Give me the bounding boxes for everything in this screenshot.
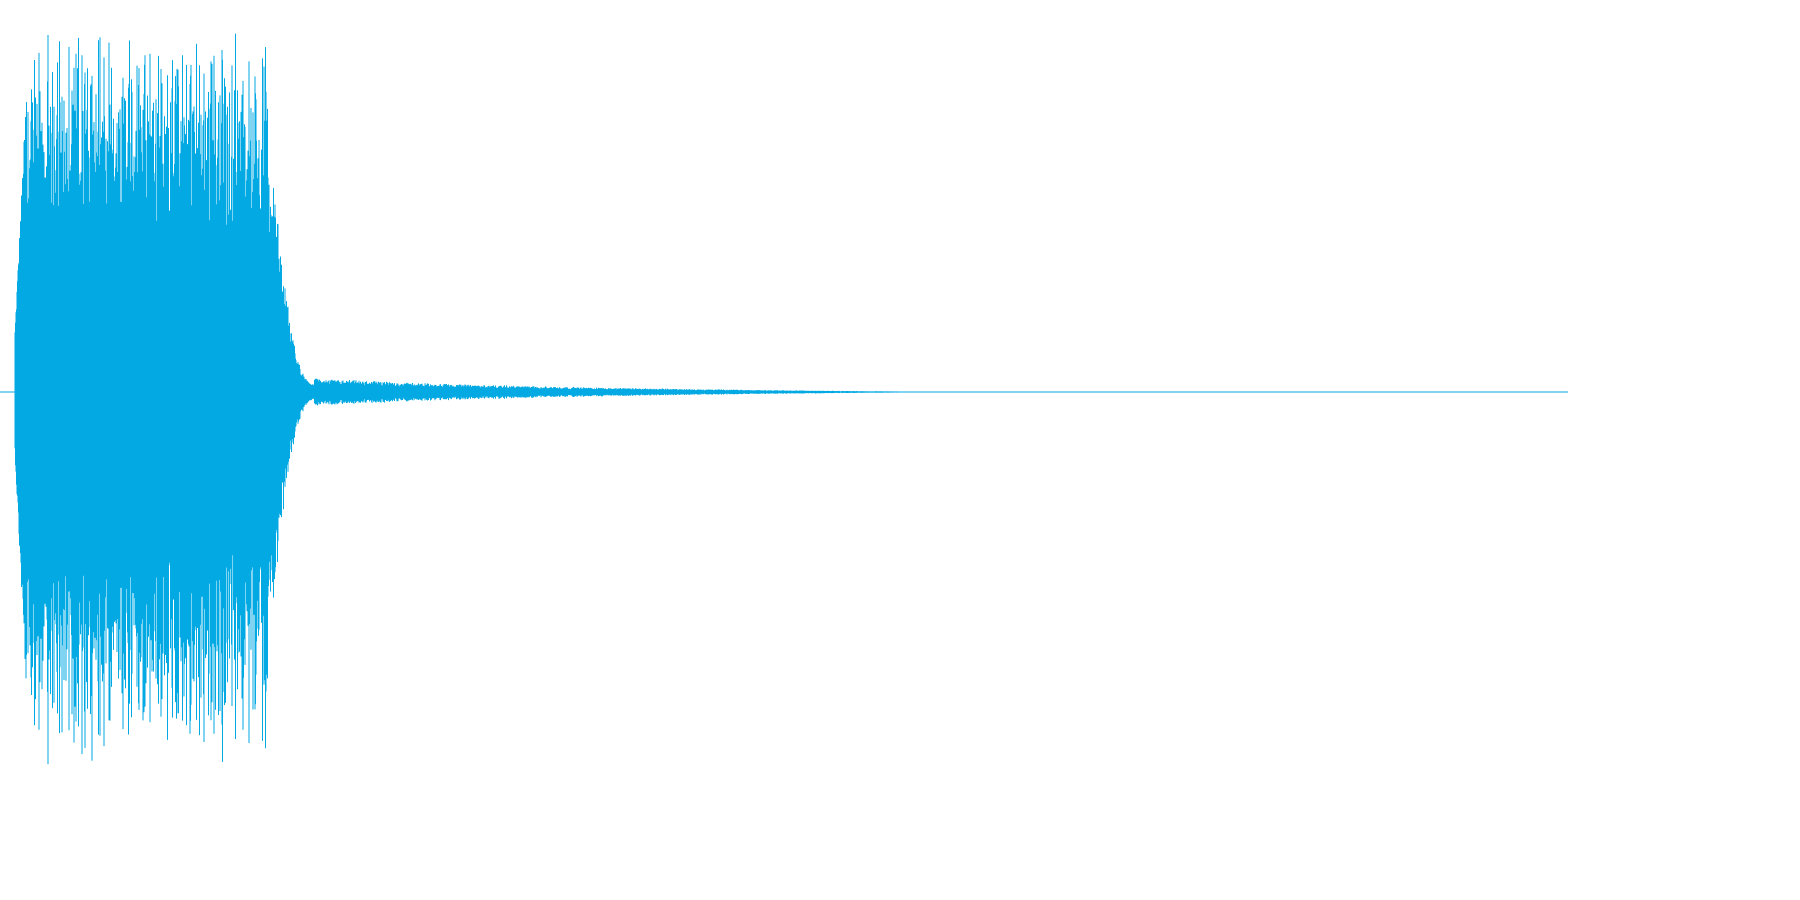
audio-waveform [0,33,1568,765]
waveform-canvas [0,33,1568,765]
waveform-amplitude-path [14,33,910,765]
waveform-bars [14,33,910,765]
